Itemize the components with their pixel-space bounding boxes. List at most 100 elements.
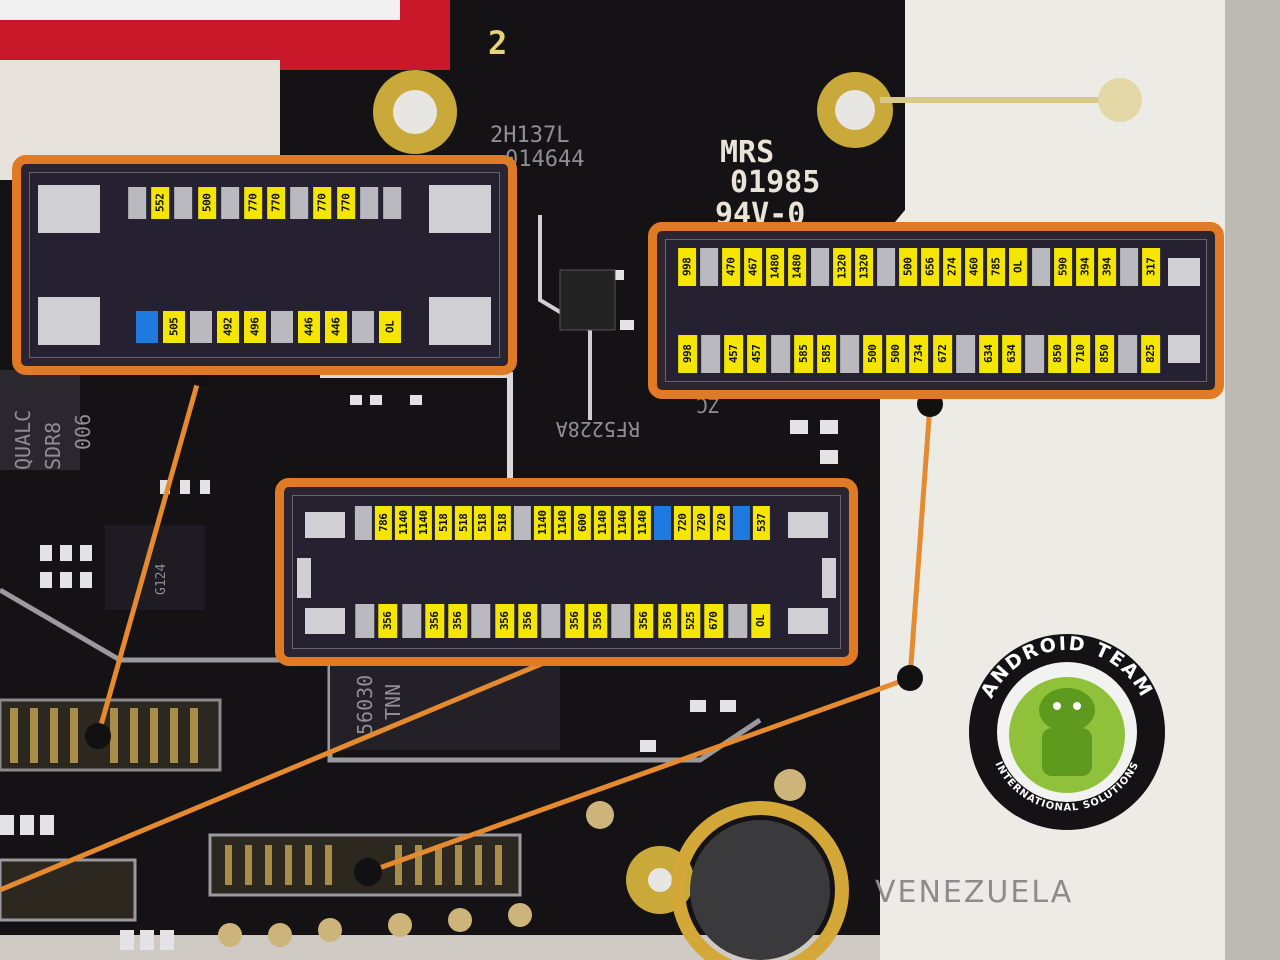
pin-value xyxy=(471,604,491,638)
board-marking: 2 xyxy=(488,24,507,62)
pin-value: 518 xyxy=(454,506,472,540)
pin-value xyxy=(271,311,293,343)
pin-value xyxy=(1025,335,1045,373)
pin-value: 1480 xyxy=(788,248,807,286)
callout-dot xyxy=(85,723,111,749)
pin-value xyxy=(355,604,375,638)
pin-value: 356 xyxy=(378,604,398,638)
pin-value: 525 xyxy=(680,604,701,638)
pin-value: 1140 xyxy=(633,506,651,540)
pin-value xyxy=(382,187,402,219)
pin-value: 1140 xyxy=(593,506,611,540)
pin-value: 634 xyxy=(978,335,998,373)
side-label: QUALC xyxy=(11,410,35,470)
android-icon xyxy=(1039,688,1095,732)
pin-value: 1140 xyxy=(554,506,571,540)
pin-value xyxy=(810,248,829,286)
pin-value: 770 xyxy=(313,187,332,219)
pin-value: 786 xyxy=(374,506,392,540)
chip-label: G124 xyxy=(154,564,169,595)
pin-value: 537 xyxy=(753,506,771,540)
chip-label: TNN xyxy=(381,684,405,720)
pin-value xyxy=(174,187,193,219)
pin-value: 356 xyxy=(494,604,514,638)
pin-value xyxy=(352,311,374,343)
board-marking: 2H137L xyxy=(490,123,569,148)
pin-value xyxy=(701,335,721,373)
board-connector xyxy=(0,858,137,922)
pin-value: 590 xyxy=(1053,248,1072,286)
pin-value: 356 xyxy=(564,604,584,638)
pin-value xyxy=(359,187,378,219)
pin-value: 500 xyxy=(863,335,883,373)
pin-value: 552 xyxy=(151,187,170,219)
watermark: VENEZUELA xyxy=(875,875,1073,910)
pin-value: 998 xyxy=(678,248,697,286)
pin-value: 356 xyxy=(517,604,538,638)
pin-value: 710 xyxy=(1071,335,1091,373)
pin-value xyxy=(839,335,860,373)
pin-value: 470 xyxy=(722,248,741,286)
pin-value xyxy=(541,604,561,638)
board-marking: MRS xyxy=(720,135,774,170)
pin-value: OL xyxy=(379,311,401,343)
chip-label: RF5228A xyxy=(556,417,640,441)
pin-value: 518 xyxy=(434,506,452,540)
pin-value: 850 xyxy=(1094,335,1114,373)
pin-value: OL xyxy=(750,604,771,638)
pin-value xyxy=(727,604,747,638)
pin-value: 356 xyxy=(634,604,654,638)
pin-value: 274 xyxy=(943,248,962,286)
chip-label: 56030 xyxy=(353,675,377,735)
callout-dot xyxy=(897,665,923,691)
pin-value xyxy=(401,604,421,638)
pin-value: 492 xyxy=(217,311,239,343)
pin-value: 505 xyxy=(163,311,185,343)
pin-value: 585 xyxy=(816,335,836,373)
pin-value: 825 xyxy=(1140,335,1160,373)
pin-value: 317 xyxy=(1141,248,1161,286)
pin-value: 457 xyxy=(747,335,767,373)
pin-value xyxy=(700,248,719,286)
pin-value: 1140 xyxy=(414,506,432,540)
pin-value: 467 xyxy=(744,248,763,286)
pin-value: 356 xyxy=(587,604,608,638)
pin-value: 518 xyxy=(474,506,492,540)
pin-value: 770 xyxy=(267,187,286,219)
ic-chip xyxy=(0,370,80,470)
pin-value: 1480 xyxy=(766,248,785,286)
pin-value: 850 xyxy=(1048,335,1068,373)
pin-value: 500 xyxy=(886,335,906,373)
pin-value xyxy=(290,187,309,219)
pin-value: 670 xyxy=(704,604,724,638)
pin-value: 998 xyxy=(678,335,698,373)
pin-value xyxy=(220,187,239,219)
pin-value: 460 xyxy=(965,248,984,286)
pin-value: 600 xyxy=(573,506,591,540)
pin-value: 500 xyxy=(197,187,216,219)
pin-value xyxy=(190,311,212,343)
pin-value: 770 xyxy=(336,187,355,219)
pin-value: 356 xyxy=(424,604,445,638)
pin-value: 1140 xyxy=(394,506,412,540)
pin-value: 585 xyxy=(793,335,813,373)
pin-value: 770 xyxy=(243,187,263,219)
pin-value xyxy=(1031,248,1050,286)
pin-value: 656 xyxy=(921,248,940,286)
pin-value: 518 xyxy=(494,506,512,540)
callout-dot xyxy=(354,858,382,886)
pin-value: 394 xyxy=(1097,248,1116,286)
pin-value xyxy=(514,506,532,540)
pin-value xyxy=(611,604,631,638)
pin-value: 446 xyxy=(325,311,347,343)
pin-value: 720 xyxy=(713,506,731,540)
pin-value: 720 xyxy=(693,506,711,540)
android-team-logo: ANDROID TEAM INTERNATIONAL SOLUTIONS xyxy=(969,633,1165,830)
